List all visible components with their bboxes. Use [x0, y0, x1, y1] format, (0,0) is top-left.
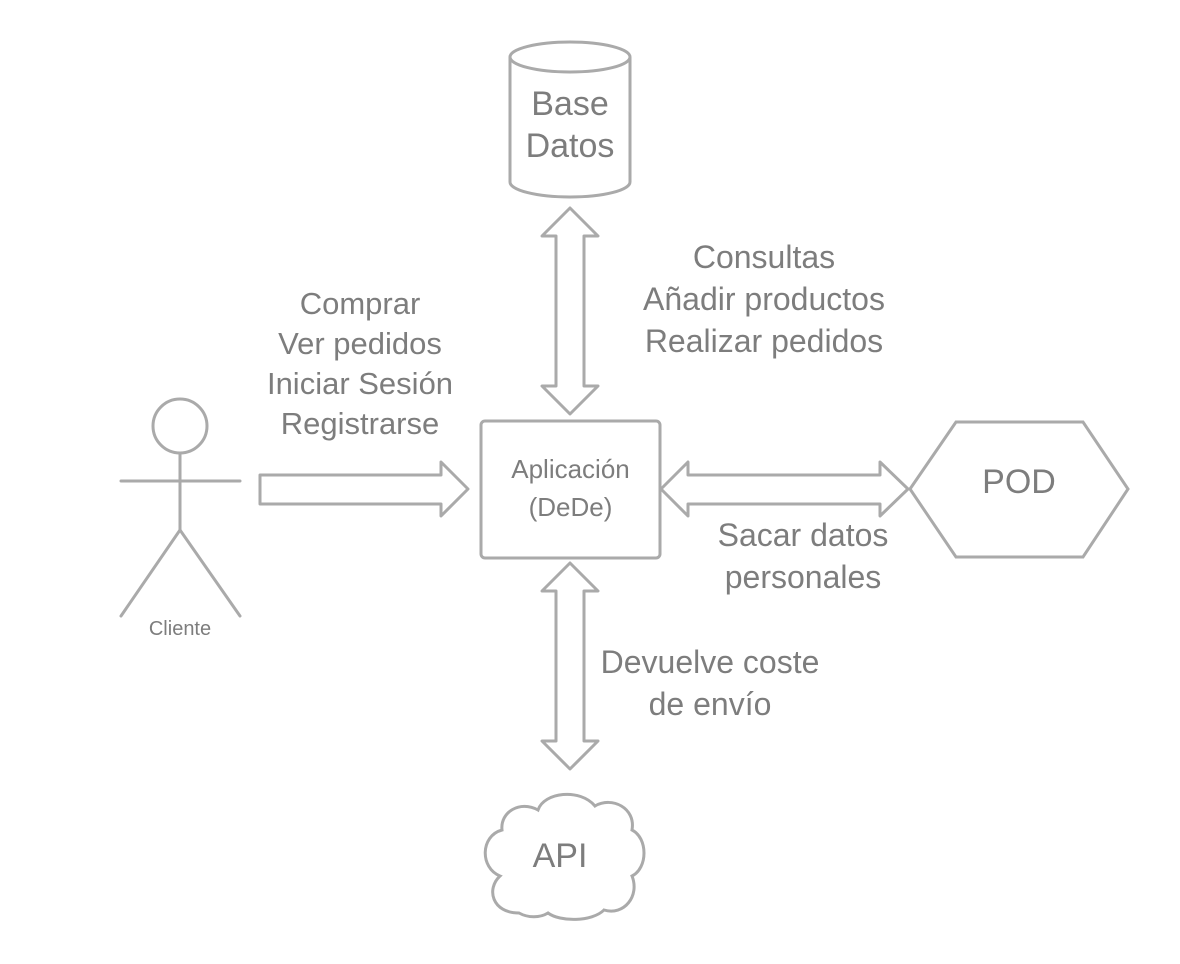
application-label-line2: (DeDe)	[528, 492, 613, 522]
database-label: Base Datos	[510, 83, 630, 167]
application-label: Aplicación (DeDe)	[481, 450, 660, 526]
pod-label-text: POD	[982, 463, 1056, 501]
pod-label: POD	[910, 461, 1128, 503]
client-action-item: Registrarse	[280, 406, 440, 441]
database-action-item: Añadir productos	[643, 281, 885, 317]
api-action-item: Devuelve coste	[600, 644, 820, 680]
database-action-item: Consultas	[692, 239, 836, 275]
pod-action-item: personales	[724, 559, 882, 595]
client-action-item: Iniciar Sesión	[266, 366, 454, 401]
client-action-item: Comprar	[299, 286, 421, 321]
actor-label: Cliente	[120, 617, 240, 641]
pod-action-item: Sacar datos	[717, 517, 889, 553]
api-actions-label: Devuelve coste de envío	[580, 641, 840, 725]
database-label-line2: Datos	[525, 127, 615, 165]
api-action-item: de envío	[648, 686, 772, 722]
app-api-arrow	[540, 561, 600, 771]
application-label-line1: Aplicación	[511, 454, 630, 484]
api-cloud	[483, 792, 646, 921]
pod-actions-label: Sacar datos personales	[693, 514, 913, 598]
database-cylinder	[508, 40, 632, 199]
database-actions-label: Consultas Añadir productos Realizar pedi…	[614, 236, 914, 362]
db-app-arrow	[540, 206, 600, 416]
client-action-item: Ver pedidos	[278, 326, 442, 361]
client-actions-label: Comprar Ver pedidos Iniciar Sesión Regis…	[240, 284, 480, 444]
client-app-arrow	[258, 460, 470, 518]
client-actor-figure	[119, 397, 242, 618]
database-action-item: Realizar pedidos	[644, 323, 884, 359]
actor-label-text: Cliente	[148, 618, 212, 640]
app-pod-arrow	[659, 460, 910, 518]
database-label-line1: Base	[531, 85, 609, 123]
api-label: API	[500, 835, 620, 877]
api-label-text: API	[532, 837, 588, 875]
pod-hexagon	[908, 420, 1130, 559]
